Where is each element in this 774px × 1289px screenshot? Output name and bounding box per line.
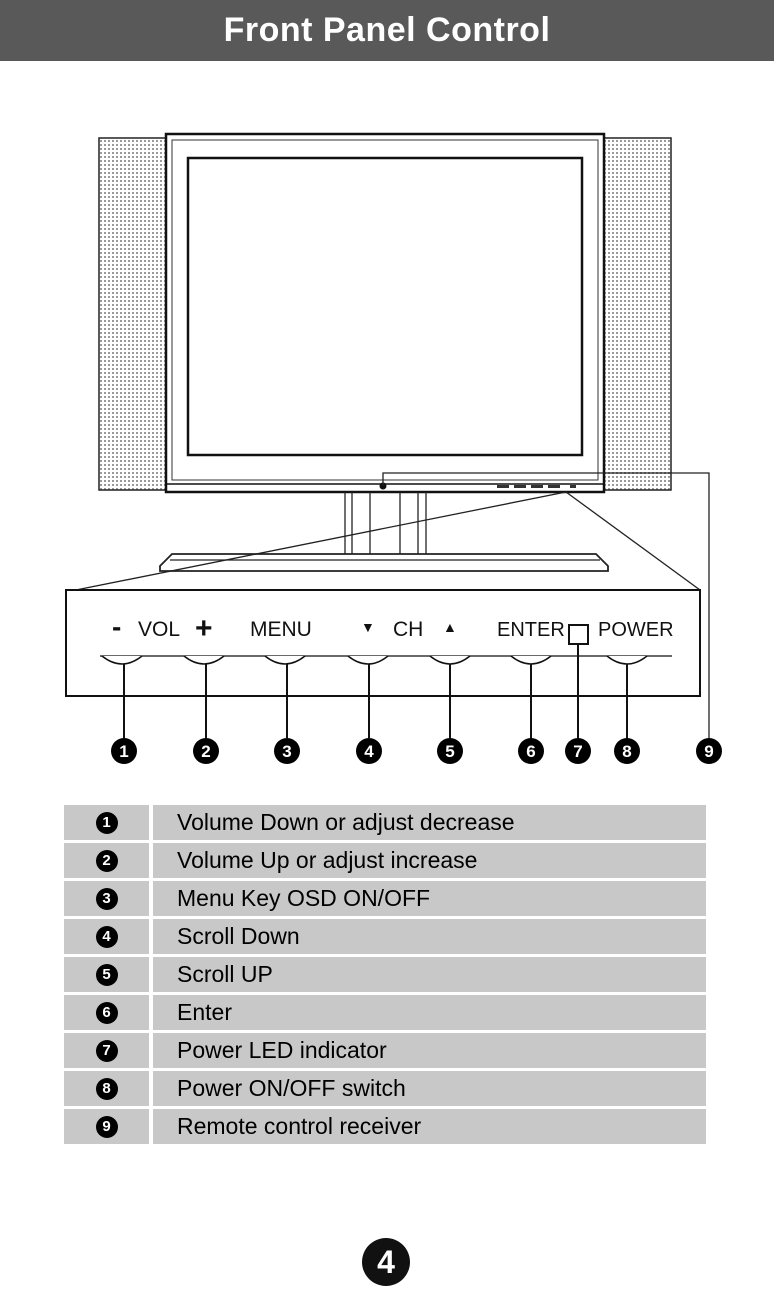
legend-number-badge: 9: [95, 1115, 118, 1138]
bezel-buttons: [497, 485, 576, 488]
page-title: Front Panel Control: [223, 11, 551, 49]
callout-9: 9: [704, 742, 713, 761]
legend-row: 3 Menu Key OSD ON/OFF: [64, 881, 706, 916]
legend-description: Scroll UP: [153, 957, 706, 992]
vol-label: VOL: [138, 618, 180, 641]
callout-2: 2: [201, 742, 210, 761]
callout-5: 5: [445, 742, 454, 761]
page-number: 4: [362, 1238, 410, 1286]
callout-8: 8: [622, 742, 631, 761]
legend-row: 2 Volume Up or adjust increase: [64, 843, 706, 878]
legend-row: 7 Power LED indicator: [64, 1033, 706, 1068]
legend-row: 8 Power ON/OFF switch: [64, 1071, 706, 1106]
callout-1: 1: [119, 742, 128, 761]
menu-label: MENU: [250, 618, 312, 641]
legend-number-badge: 3: [95, 887, 118, 910]
monitor-diagram: - VOL + MENU ▼ CH ▲ ENTER POWER 1 2 3 4: [65, 132, 722, 764]
legend-table: 1 Volume Down or adjust decrease 2 Volum…: [64, 802, 706, 1147]
legend-description: Power LED indicator: [153, 1033, 706, 1068]
legend-number-badge: 4: [95, 925, 118, 948]
legend-row: 6 Enter: [64, 995, 706, 1030]
monitor-screen: [186, 156, 584, 457]
ch-down-label: ▼: [361, 619, 375, 635]
left-speaker: [98, 137, 168, 491]
power-led: [568, 624, 589, 645]
ch-label: CH: [393, 618, 423, 641]
control-panel: [65, 589, 701, 697]
legend-row: 1 Volume Down or adjust decrease: [64, 805, 706, 840]
legend-row: 9 Remote control receiver: [64, 1109, 706, 1144]
monitor-stand: [159, 492, 609, 572]
callout-4: 4: [364, 742, 374, 761]
legend-description: Scroll Down: [153, 919, 706, 954]
title-bar: Front Panel Control: [0, 0, 774, 61]
enter-label: ENTER: [497, 619, 565, 641]
vol-minus-label: -: [112, 611, 121, 642]
callout-badges: 1 2 3 4 5 6 7 8 9: [111, 738, 722, 764]
callout-lines: [123, 644, 628, 738]
legend-description: Volume Up or adjust increase: [153, 843, 706, 878]
legend-description: Remote control receiver: [153, 1109, 706, 1144]
callout-7: 7: [573, 742, 582, 761]
legend-number-badge: 6: [95, 1001, 118, 1024]
legend-number-badge: 2: [95, 849, 118, 872]
legend-description: Menu Key OSD ON/OFF: [153, 881, 706, 916]
legend-description: Power ON/OFF switch: [153, 1071, 706, 1106]
legend-description: Volume Down or adjust decrease: [153, 805, 706, 840]
legend-number-badge: 8: [95, 1077, 118, 1100]
right-speaker: [602, 137, 672, 491]
vol-plus-label: +: [195, 612, 213, 645]
legend-number-badge: 5: [95, 963, 118, 986]
legend-description: Enter: [153, 995, 706, 1030]
callout-3: 3: [282, 742, 291, 761]
legend-number-badge: 7: [95, 1039, 118, 1062]
callout-6: 6: [526, 742, 535, 761]
legend-row: 4 Scroll Down: [64, 919, 706, 954]
legend-number-badge: 1: [95, 811, 118, 834]
legend-row: 5 Scroll UP: [64, 957, 706, 992]
ch-up-label: ▲: [443, 619, 457, 635]
power-label: POWER: [598, 619, 674, 641]
